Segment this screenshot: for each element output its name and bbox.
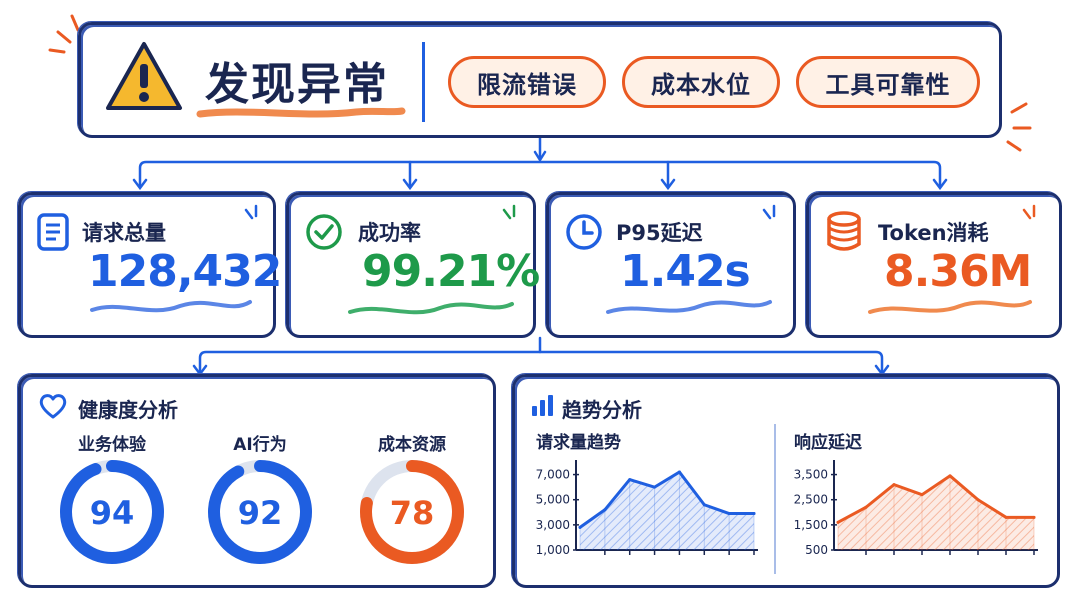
data-point (727, 512, 731, 516)
gauge-2: 78 (360, 460, 464, 564)
header-panel (78, 22, 1002, 138)
gauge-1: 92 (208, 460, 312, 564)
chart-title-requests: 请求量趋势 (536, 433, 621, 453)
y-tick-label: 5,000 (536, 493, 570, 507)
chart-title-latency: 响应延迟 (794, 433, 862, 453)
metric-value-requests: 128,432 (88, 246, 282, 297)
metric-value-token: 8.36M (884, 246, 1032, 297)
data-point (653, 485, 657, 489)
metric-value-success-rate: 99.21% (362, 246, 540, 297)
health-panel (18, 374, 496, 588)
series-line (836, 474, 1036, 524)
data-point (702, 503, 706, 507)
health-title: 健康度分析 (78, 398, 178, 422)
tag-cost-level[interactable]: 成本水位 (622, 56, 780, 108)
latency-trend-chart: 500 1,500 2,500 3,500 (794, 460, 1038, 557)
area-fill (838, 475, 1034, 550)
data-point (578, 525, 582, 529)
request-trend-chart: 1,000 3,000 5,000 7,000 (536, 460, 758, 557)
metric-card-requests (18, 192, 276, 338)
data-point (677, 470, 681, 474)
gauge-label-business: 业务体验 (78, 435, 146, 455)
metric-value-p95: 1.42s (620, 246, 751, 297)
metric-card-token-usage (806, 192, 1062, 338)
data-point (976, 498, 980, 502)
document-icon (37, 213, 69, 251)
check-circle-icon (306, 214, 342, 250)
page-title: 发现异常 (205, 59, 389, 110)
tag-tool-reliability[interactable]: 工具可靠性 (796, 56, 980, 108)
data-point (603, 508, 607, 512)
metric-label-p95: P95延迟 (616, 221, 703, 245)
trend-title: 趋势分析 (562, 398, 642, 422)
y-tick-label: 3,000 (536, 518, 570, 532)
gauge-value: 94 (90, 494, 135, 532)
clock-icon (566, 214, 602, 250)
header-connectors (132, 136, 948, 191)
metric-label-success-rate: 成功率 (358, 221, 421, 245)
data-point (948, 474, 952, 478)
metric-connectors (192, 336, 890, 377)
header-divider (422, 42, 425, 122)
trend-divider (774, 424, 776, 574)
spark-marks (48, 14, 1032, 152)
tag-rate-limit-error[interactable]: 限流错误 (448, 56, 606, 108)
gauge-0: 94 (60, 460, 164, 564)
data-point (1032, 515, 1036, 519)
y-tick-label: 7,000 (536, 468, 570, 482)
gauge-value: 92 (238, 494, 283, 532)
area-fill (580, 472, 754, 550)
database-icon (827, 211, 861, 251)
data-point (892, 483, 896, 487)
y-tick-label: 1,000 (536, 543, 570, 557)
data-point (864, 505, 868, 509)
title-underline (196, 107, 406, 118)
gauge-arc (208, 460, 312, 564)
data-point (1004, 515, 1008, 519)
y-tick-label: 3,500 (794, 468, 828, 482)
metric-label-token: Token消耗 (878, 221, 989, 245)
trend-panel (512, 374, 1060, 588)
y-tick-label: 1,500 (794, 518, 828, 532)
series-line (578, 470, 756, 529)
data-point (920, 493, 924, 497)
y-tick-label: 500 (805, 543, 828, 557)
metric-underlines (90, 300, 1032, 315)
metric-label-requests: 请求总量 (82, 221, 166, 245)
heart-icon (39, 394, 67, 419)
health-gauges: 94 92 78 (60, 460, 464, 564)
gauge-arc (60, 460, 164, 564)
bar-chart-icon (532, 395, 553, 416)
gauge-arc (360, 460, 464, 564)
metric-card-success-rate (286, 192, 536, 338)
metric-card-p95-latency (546, 192, 796, 338)
data-point (752, 512, 756, 516)
accent-ticks (244, 204, 1036, 220)
data-point (836, 520, 840, 524)
warning-icon (106, 42, 182, 110)
y-tick-label: 2,500 (794, 493, 828, 507)
gauge-label-cost: 成本资源 (378, 435, 446, 455)
gauge-value: 78 (390, 494, 435, 532)
gauge-label-ai: AI行为 (233, 435, 287, 455)
data-point (628, 478, 632, 482)
